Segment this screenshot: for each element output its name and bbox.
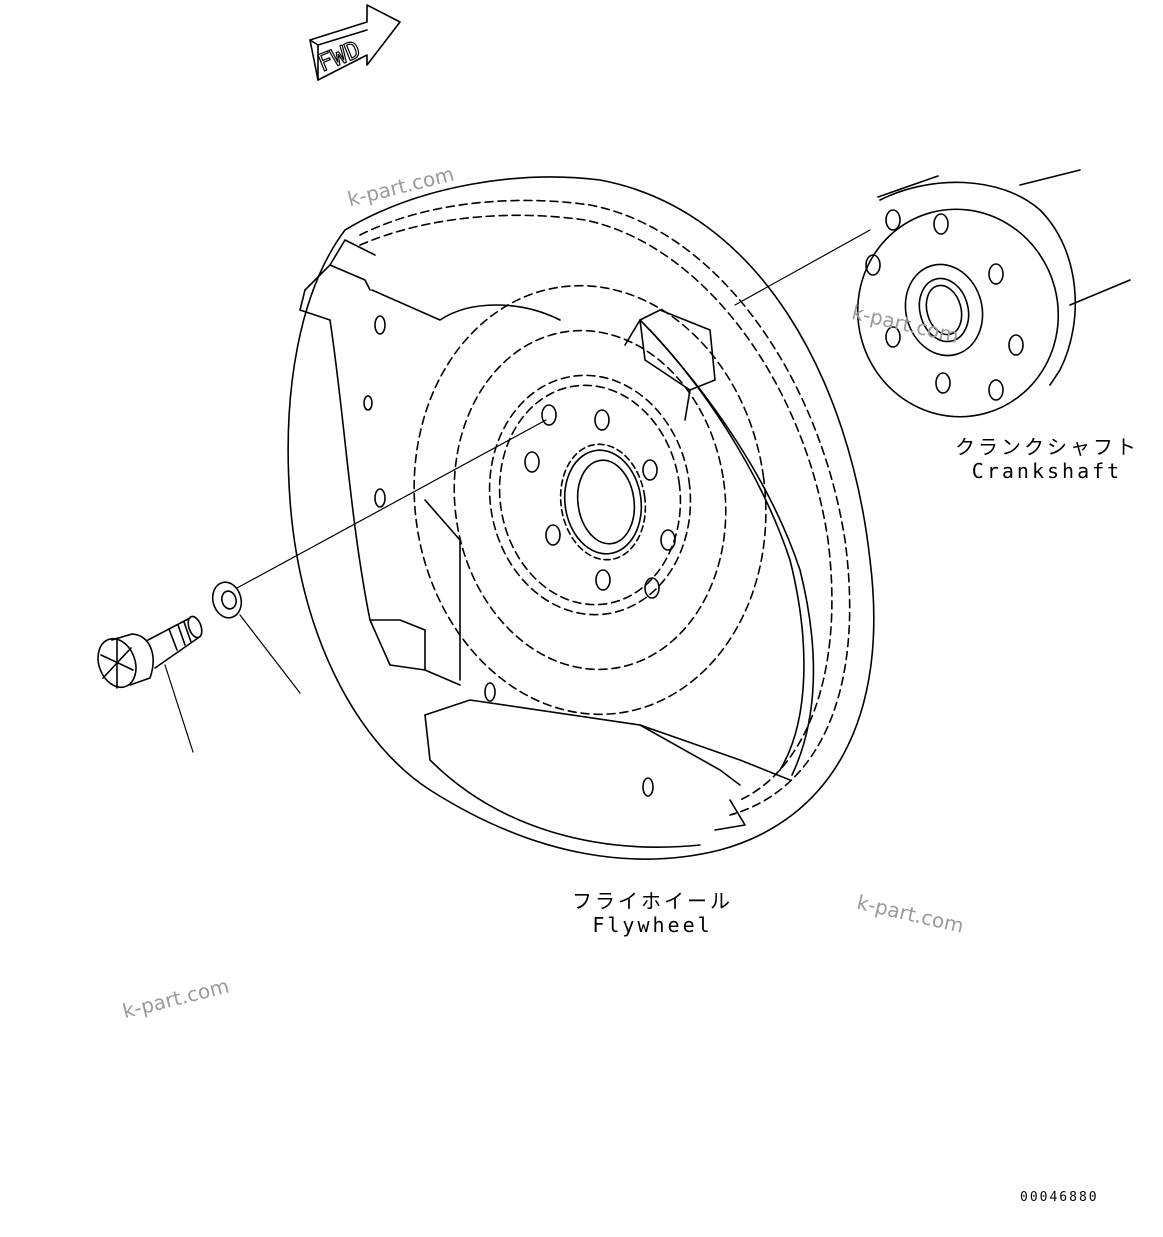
fwd-arrow-icon: FWD [309, 4, 401, 81]
flywheel-part [287, 176, 875, 860]
crankshaft-label: クランクシャフト Crankshaft [955, 435, 1139, 483]
crankshaft-label-jp: クランクシャフト [955, 435, 1139, 459]
document-number: 00046880 [1020, 1190, 1099, 1205]
crankshaft-label-en: Crankshaft [971, 459, 1123, 483]
flywheel-label-jp: フライホイール [572, 889, 733, 913]
crankshaft-part [856, 169, 1131, 418]
bolt-part [97, 615, 203, 689]
washer-part [211, 581, 243, 619]
flywheel-label-en: Flywheel [592, 913, 713, 937]
leader-lines [164, 229, 871, 753]
flywheel-label: フライホイール Flywheel [572, 889, 733, 937]
